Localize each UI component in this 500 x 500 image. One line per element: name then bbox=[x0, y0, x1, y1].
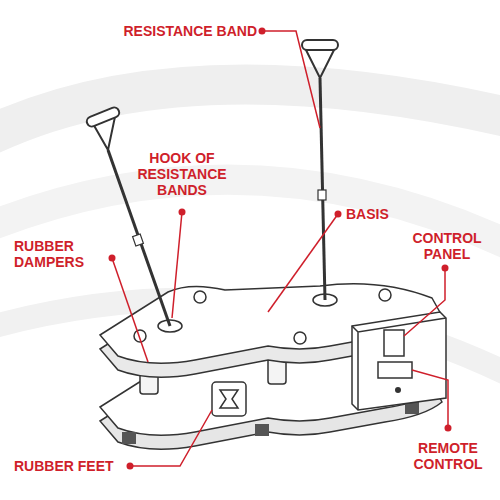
part-label: BASIS bbox=[346, 206, 416, 222]
rubber-foot bbox=[255, 424, 269, 436]
rubber-foot bbox=[122, 432, 136, 444]
leader-dot bbox=[259, 28, 266, 35]
part-label: RESISTANCE BAND bbox=[92, 23, 257, 39]
part-label: REMOTE CONTROL bbox=[402, 440, 494, 472]
leader-dot bbox=[179, 209, 186, 216]
band-buckle bbox=[133, 234, 144, 246]
front-emblem bbox=[212, 382, 246, 416]
leader-dot bbox=[445, 425, 452, 432]
remote-slot bbox=[378, 362, 412, 378]
leader-line bbox=[262, 31, 320, 128]
leader-line bbox=[130, 410, 212, 466]
leader-dot bbox=[127, 463, 134, 470]
part-label: RUBBER FEET bbox=[14, 458, 126, 474]
band-buckle bbox=[318, 190, 326, 200]
part-label: HOOK OF RESISTANCE BANDS bbox=[132, 150, 232, 198]
part-label: CONTROL PANEL bbox=[402, 230, 492, 262]
rubber-pad bbox=[194, 291, 206, 303]
leader-line bbox=[412, 370, 448, 428]
rubber-pad bbox=[379, 289, 391, 301]
control-button bbox=[395, 387, 401, 393]
leader-line bbox=[172, 212, 182, 318]
leader-line bbox=[112, 258, 148, 362]
background-swoosh bbox=[0, 84, 500, 140]
leader-dot bbox=[335, 211, 342, 218]
leader-line bbox=[268, 214, 338, 312]
band-grip bbox=[302, 40, 338, 50]
control-box bbox=[352, 312, 446, 410]
resistance-band bbox=[320, 78, 325, 300]
front-emblem-mark bbox=[220, 390, 238, 408]
control-box-edge bbox=[352, 318, 446, 410]
leader-dot bbox=[109, 255, 116, 262]
leader-dot bbox=[442, 265, 449, 272]
band-handle bbox=[306, 50, 334, 78]
leader-line bbox=[404, 268, 445, 336]
rubber-pad bbox=[294, 332, 306, 344]
band-grip bbox=[85, 106, 120, 128]
control-panel-screen bbox=[384, 330, 404, 356]
part-label: RUBBER DAMPERS bbox=[14, 238, 108, 270]
